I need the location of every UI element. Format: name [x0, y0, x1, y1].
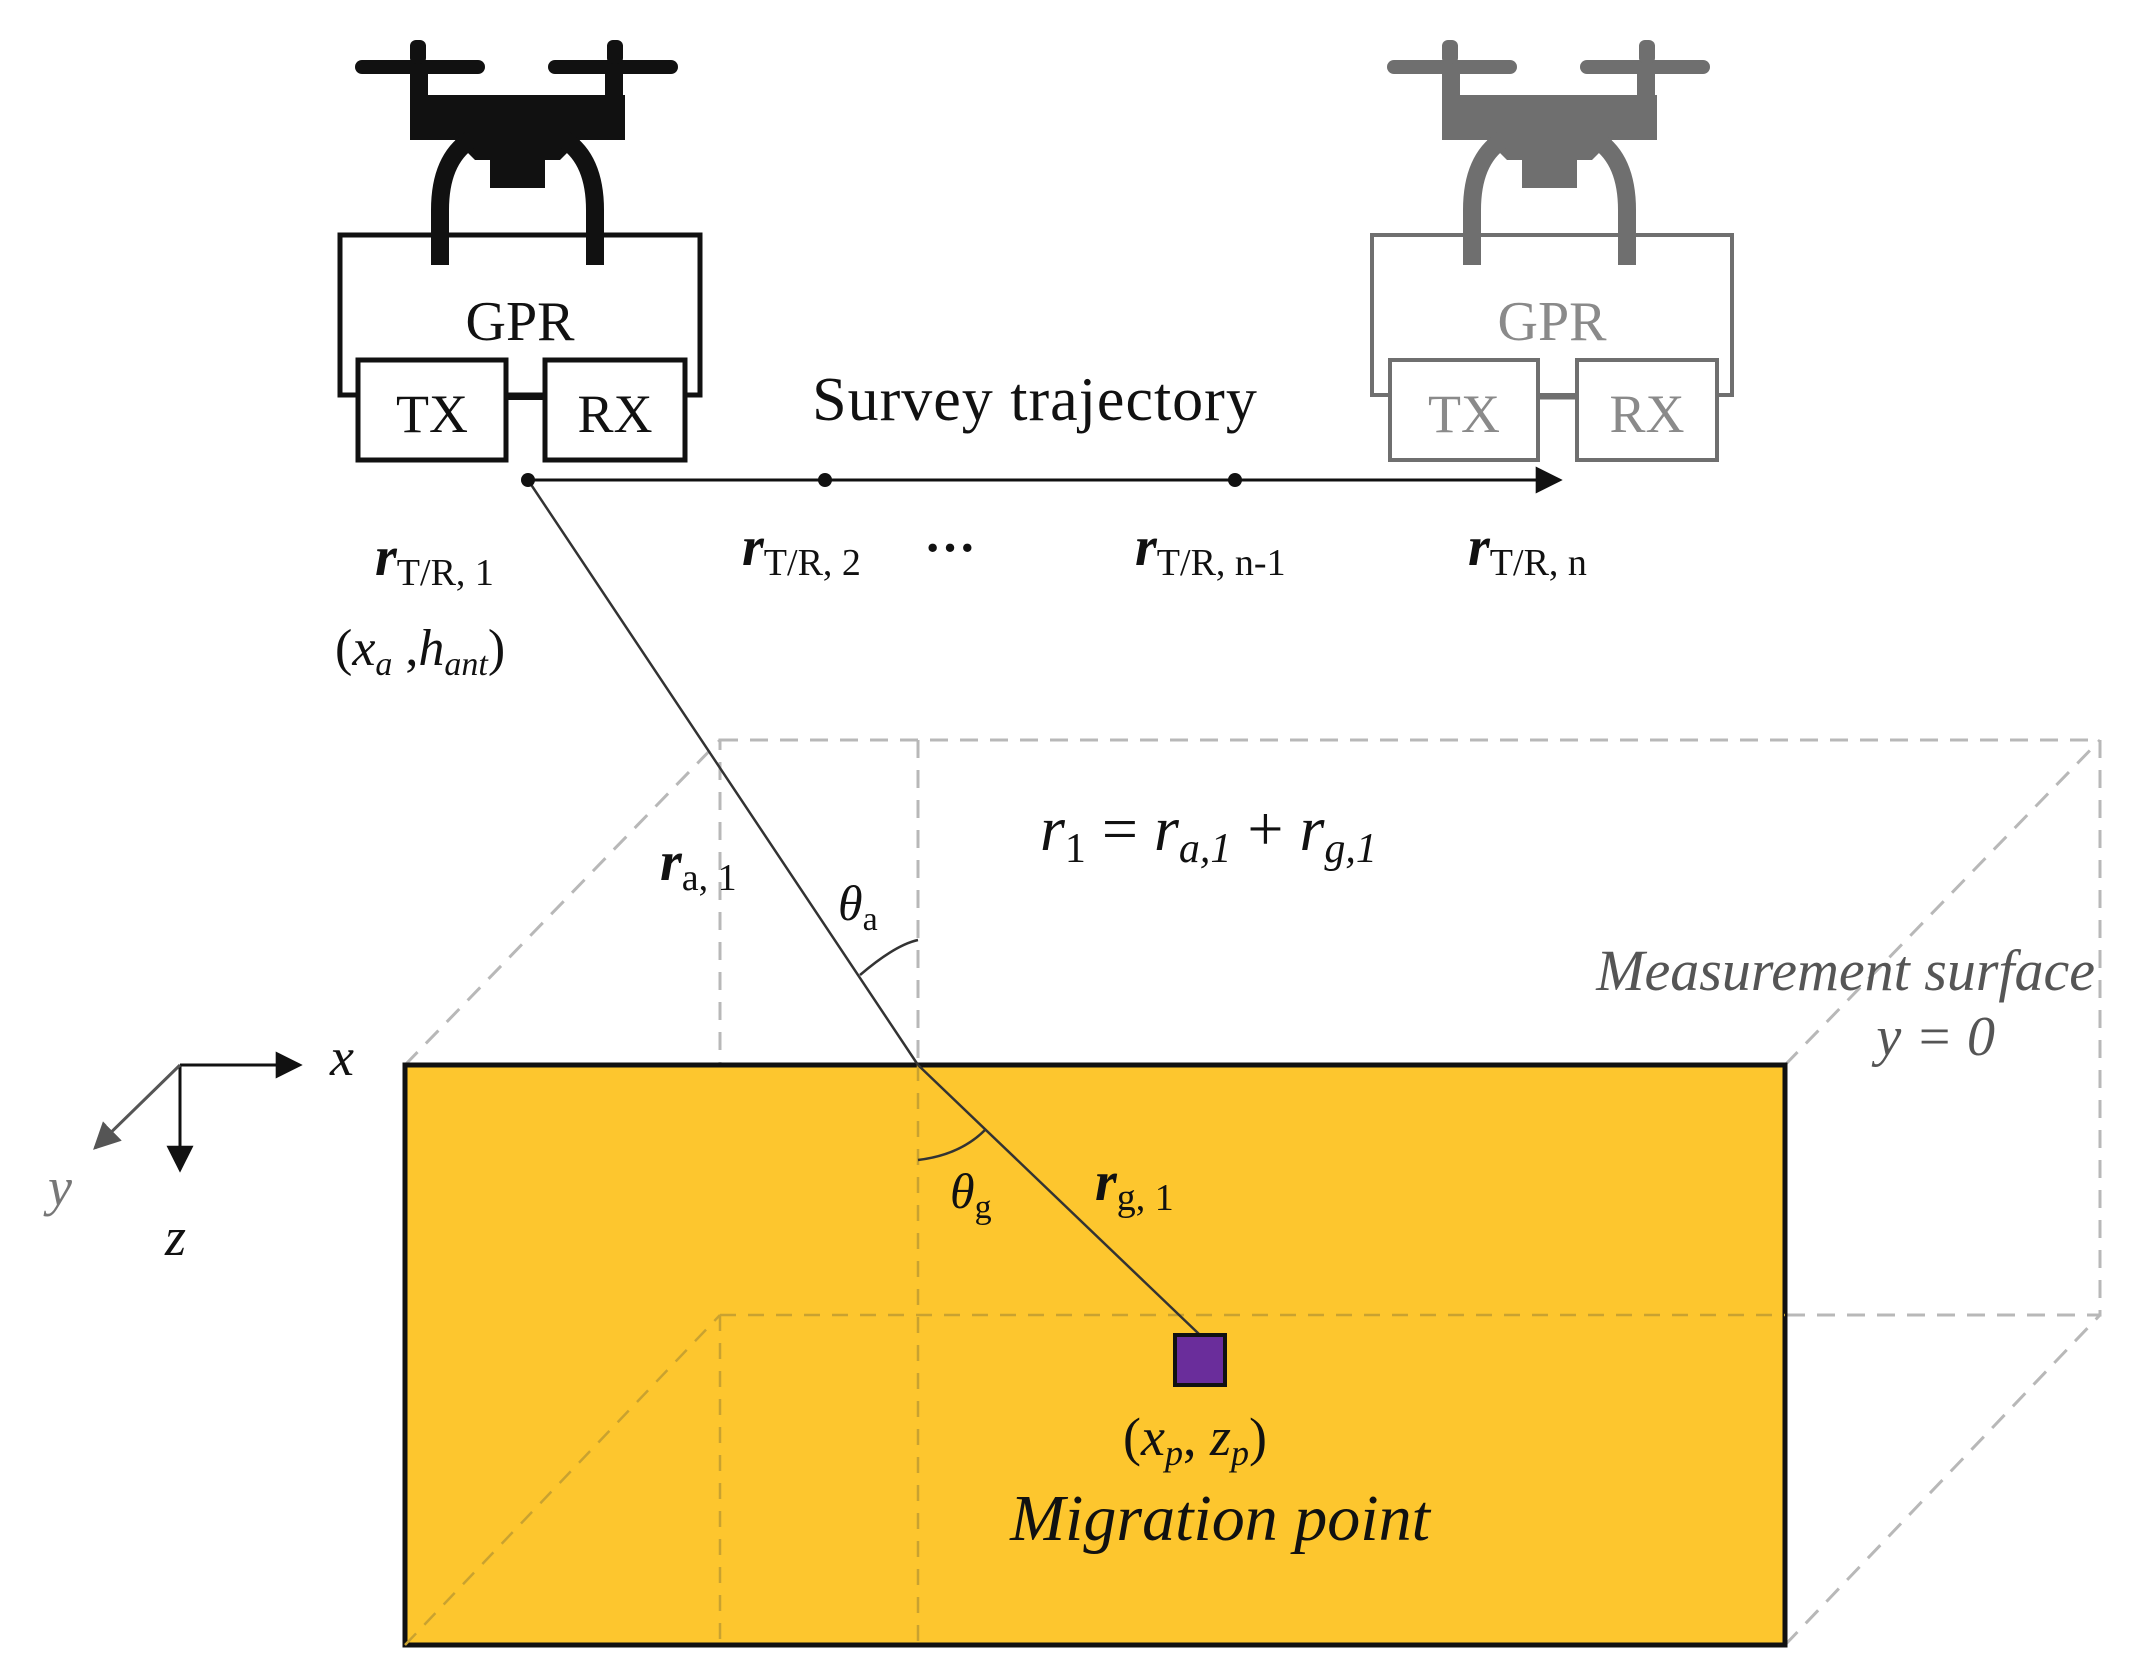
z-axis-label: z [164, 1207, 186, 1267]
tx-box-right [1388, 358, 1540, 462]
gpr-box-right [1370, 233, 1734, 397]
rx-label-right: RX [1609, 384, 1684, 444]
theta-g-arc [917, 1129, 986, 1162]
position-dot-1 [521, 473, 535, 487]
measurement-surface-equation: y = 0 [1871, 1006, 1995, 1068]
migration-point-marker [1173, 1333, 1227, 1387]
tx-label-left: TX [396, 384, 468, 444]
path-length-equation: r1 = ra,1 + rg,1 [1040, 793, 1377, 872]
ground-medium [402, 1062, 1788, 1648]
antenna-coordinate: (xa ,hant) [335, 620, 505, 683]
tx-box-left [355, 357, 509, 463]
ray-air-label: ra, 1 [660, 831, 737, 899]
survey-trajectory-line [521, 466, 1563, 494]
edge-top-right [1783, 738, 2102, 1067]
ground-dashed-guides [404, 1065, 1785, 1646]
rx-label-left: RX [577, 384, 652, 444]
x-axis-label: x [329, 1027, 354, 1087]
position-label-1: rT/R, 1 [375, 526, 494, 594]
drone-left-icon [355, 40, 678, 265]
position-label-n: rT/R, n [1468, 516, 1587, 584]
position-ellipsis: ··· [924, 520, 976, 577]
y-axis-label: y [43, 1157, 72, 1217]
ray-path [526, 479, 1201, 1336]
ray-ground-label: rg, 1 [1095, 1151, 1174, 1219]
gpr-box-left [337, 232, 703, 398]
ray-ground-segment [917, 1064, 1201, 1336]
coordinate-axes: x y z [43, 1027, 354, 1267]
drone-right-icon [1387, 40, 1710, 265]
theta-a-arc [859, 938, 919, 976]
back-edge-diagonal [404, 1314, 721, 1646]
theta-g-label: θg [950, 1163, 992, 1226]
gpr-label-left: GPR [466, 291, 576, 353]
position-dot-n-1 [1228, 473, 1242, 487]
measurement-surface-label: Measurement surface [1595, 938, 2095, 1003]
migration-point-coordinate: (xp, zp) [1123, 1407, 1267, 1473]
drone-right: GPR TX RX [1370, 40, 1734, 462]
position-label-2: rT/R, 2 [742, 516, 861, 584]
position-label-n-1: rT/R, n-1 [1135, 516, 1286, 584]
gpr-label-right: GPR [1498, 291, 1608, 353]
theta-a-label: θa [838, 875, 878, 938]
rx-box-left [542, 357, 688, 463]
drone-left: GPR TX RX [337, 40, 703, 463]
position-dot-2 [818, 473, 832, 487]
ray-air-segment [526, 479, 920, 1066]
tx-label-right: TX [1428, 384, 1500, 444]
edge-bottom-right [1783, 1313, 2102, 1647]
rx-box-right [1575, 358, 1719, 462]
migration-point-label: Migration point [1009, 1482, 1432, 1555]
y-axis-arrow [93, 1063, 182, 1150]
edge-top-left [403, 738, 722, 1067]
survey-trajectory-label: Survey trajectory [812, 366, 1258, 434]
